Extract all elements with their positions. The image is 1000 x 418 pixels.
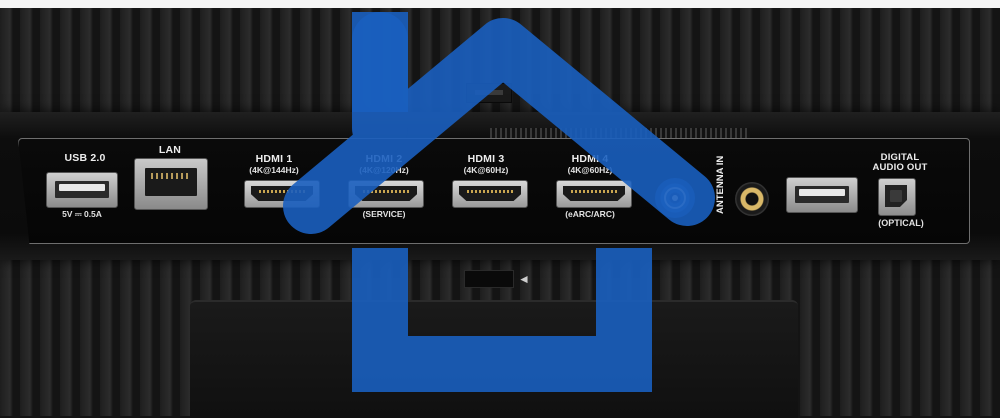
optical-label-line1: DIGITAL — [880, 152, 920, 163]
antenna-pin — [672, 195, 678, 201]
hdmi2-socket — [355, 186, 417, 201]
lan-port[interactable] — [134, 158, 208, 210]
optical-note: (OPTICAL) — [878, 218, 924, 228]
optical-label-line2: AUDIO OUT — [872, 162, 928, 173]
hdmi1-spec: (4K@144Hz) — [249, 165, 299, 175]
hdmi2-label: HDMI 2 — [365, 153, 403, 165]
usb-tongue — [59, 184, 105, 191]
hdmi4-port[interactable] — [556, 180, 632, 208]
hdmi4-pins — [571, 190, 617, 193]
usb-port[interactable] — [46, 172, 118, 208]
usb-rating: 5V ⎓ 0.5A — [62, 209, 102, 219]
antenna-label: ANTENNA IN — [715, 155, 726, 215]
optical-port[interactable] — [878, 178, 916, 216]
hdmi3-pins — [467, 190, 513, 193]
lan-pins — [151, 173, 191, 179]
hdmi4-socket — [563, 186, 625, 201]
hdmi2-port[interactable] — [348, 180, 424, 208]
hdmi1-pins — [259, 190, 305, 193]
hdmi4-note: (eARC/ARC) — [565, 209, 615, 219]
usb-label: USB 2.0 — [64, 152, 106, 164]
hdmi1-port[interactable] — [244, 180, 320, 208]
hdmi3-socket — [459, 186, 521, 201]
hdmi4-spec: (4K@60Hz) — [567, 165, 613, 175]
hdmi2-note: (SERVICE) — [362, 209, 406, 219]
antenna-connector[interactable] — [655, 178, 695, 218]
lan-label: LAN — [158, 144, 182, 156]
upper-bracket — [466, 83, 512, 103]
stand-plate — [190, 300, 798, 418]
hdmi3-label: HDMI 3 — [467, 153, 505, 165]
hdmi1-label: HDMI 1 — [255, 153, 293, 165]
hdmi2-spec: (4K@120Hz) — [359, 165, 409, 175]
hdmi3-port[interactable] — [452, 180, 528, 208]
latch-arrow-icon: ◄ — [518, 272, 530, 286]
top-edge — [0, 0, 1000, 8]
lan-socket — [145, 168, 197, 196]
usb-port-2[interactable] — [786, 177, 858, 213]
vent-strip — [490, 128, 750, 138]
optical-flap — [890, 190, 902, 202]
audio-jack[interactable] — [735, 182, 769, 216]
hdmi3-spec: (4K@60Hz) — [463, 165, 509, 175]
hdmi4-label: HDMI 4 — [571, 153, 609, 165]
hdmi2-pins — [363, 190, 409, 193]
hdmi1-socket — [251, 186, 313, 201]
latch — [464, 270, 514, 288]
usb2-tongue — [799, 189, 845, 196]
